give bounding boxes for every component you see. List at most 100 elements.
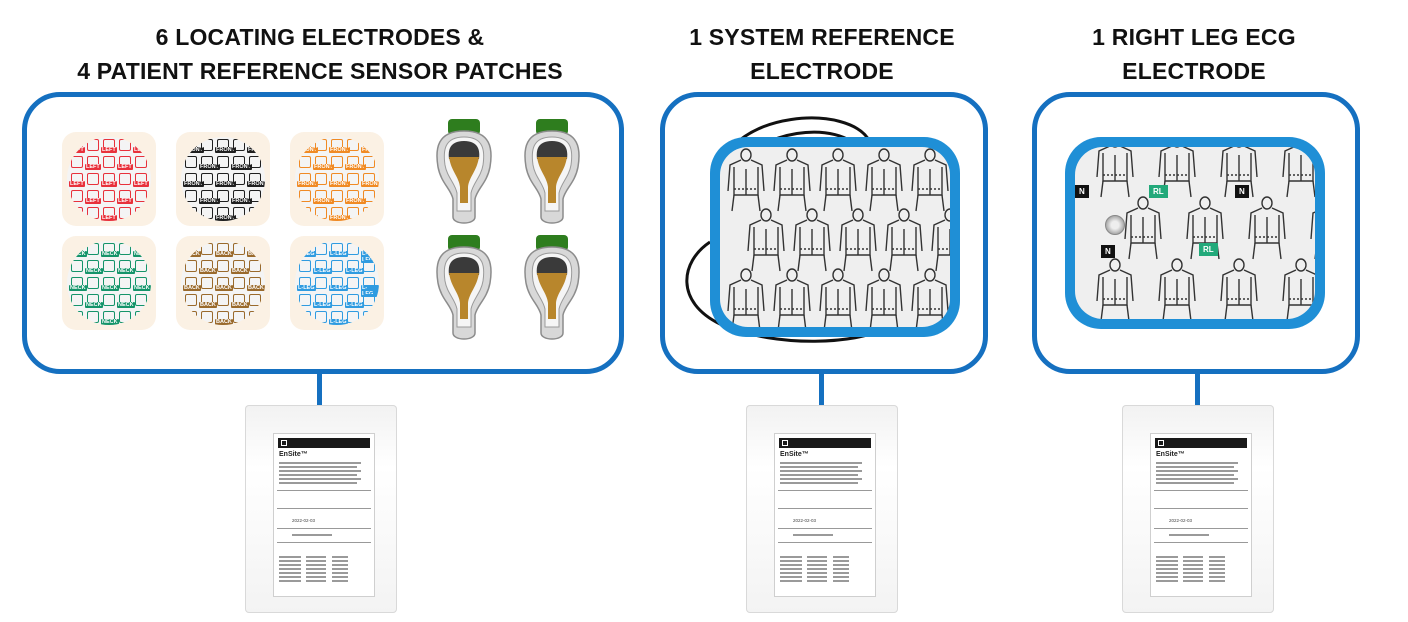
- pattern-cell: [71, 156, 83, 168]
- pattern-cell: [119, 243, 131, 255]
- label-fine-print: [1209, 568, 1225, 570]
- group-3-title-line-2: ELECTRODE: [1122, 58, 1266, 84]
- label-fine-print: [807, 568, 827, 570]
- label-fine-print: [1183, 568, 1203, 570]
- label-fine-print: [1183, 572, 1203, 574]
- disc-label: FRONT: [361, 181, 379, 187]
- label-fine-print: [780, 568, 802, 570]
- label-fine-print: [1156, 576, 1178, 578]
- pattern-cell: [135, 294, 147, 306]
- label-fine-print: [332, 568, 348, 570]
- pattern-cell: [315, 173, 327, 185]
- patient-reference-sensor: [435, 119, 493, 229]
- label-divider: [778, 508, 872, 509]
- label-fine-print: [780, 560, 802, 562]
- package-brand: EnSite™: [780, 451, 809, 458]
- pattern-cell: [201, 243, 213, 255]
- label-fine-print: [1156, 466, 1234, 468]
- disc-label: LEFT: [133, 147, 149, 153]
- label-fine-print: [1156, 478, 1238, 480]
- label-fine-print: [279, 556, 301, 558]
- pattern-cell: [119, 311, 131, 323]
- pattern-cell: [87, 277, 99, 289]
- disc-label: L-LEG: [297, 285, 316, 291]
- label-fine-print: [780, 466, 858, 468]
- pattern-cell: [299, 260, 311, 272]
- pattern-cell: [87, 139, 99, 151]
- patient-reference-sensor: [523, 119, 581, 229]
- disc-label: BACK: [215, 251, 233, 257]
- disc-label: L-LEG: [329, 251, 348, 257]
- disc-label: NECK: [69, 251, 87, 257]
- label-fine-print: [833, 560, 849, 562]
- pattern-cell: [331, 156, 343, 168]
- disc-label: BACK: [199, 268, 217, 274]
- disc-label: L-LEG: [313, 302, 332, 308]
- package-brand: EnSite™: [1156, 451, 1185, 458]
- disc-label: LEFT: [133, 215, 149, 221]
- label-fine-print: [1209, 572, 1225, 574]
- disc-label: L-LEG: [329, 285, 348, 291]
- pattern-cell: [71, 260, 83, 272]
- rl-tag: RL: [1149, 185, 1168, 198]
- pattern-cell: [217, 156, 229, 168]
- pattern-cell: [135, 190, 147, 202]
- label-header-bar: [278, 438, 370, 448]
- label-fine-print: [1156, 580, 1178, 582]
- pattern-cell: [103, 260, 115, 272]
- disc-label: FRONT: [313, 198, 334, 204]
- label-fine-print: [780, 564, 802, 566]
- pattern-cell: [201, 311, 213, 323]
- pattern-cell: [87, 207, 99, 219]
- group-1-connector: [317, 374, 322, 410]
- label-divider: [1154, 508, 1248, 509]
- pattern-cell: [331, 294, 343, 306]
- pattern-cell: [233, 173, 245, 185]
- label-fine-print: [1156, 560, 1178, 562]
- pattern-cell: [233, 207, 245, 219]
- pattern-cell: [233, 243, 245, 255]
- disc-label: LEFT: [101, 181, 117, 187]
- disc-label: FRONT: [297, 181, 318, 187]
- label-fine-print: [279, 466, 357, 468]
- label-fine-print: [279, 470, 361, 472]
- disc-label: FRONT: [231, 164, 252, 170]
- label-fine-print: [780, 580, 802, 582]
- disc-label: BACK: [183, 251, 201, 257]
- disc-label: LEFT: [101, 147, 117, 153]
- label-fine-print: [1209, 576, 1225, 578]
- disc-label: BACK: [183, 319, 201, 325]
- pattern-cell: [363, 294, 375, 306]
- label-fine-print: [1156, 564, 1178, 566]
- disc-label: L-LEG: [345, 268, 364, 274]
- group-2-title-line-1: 1 SYSTEM REFERENCE: [689, 24, 955, 50]
- disc-label: FRONT: [247, 147, 265, 153]
- disc-label: FRONT: [183, 215, 204, 221]
- label-fine-print: [1209, 560, 1225, 562]
- pattern-cell: [331, 190, 343, 202]
- label-fine-print: [306, 580, 326, 582]
- disc-label: NECK: [101, 251, 119, 257]
- label-fine-print: [780, 556, 802, 558]
- disc-label: FRONT: [329, 181, 350, 187]
- pattern-cell: [185, 294, 197, 306]
- label-divider: [277, 542, 371, 543]
- label-fine-print: [833, 564, 849, 566]
- label-fine-print: [279, 474, 357, 476]
- disc-label: LEFT: [85, 198, 101, 204]
- disc-label: FRONT: [199, 164, 220, 170]
- disc-label: LEFT: [85, 164, 101, 170]
- label-fine-print: [1156, 482, 1234, 484]
- pattern-cell: [331, 260, 343, 272]
- disc-label: FRONT: [215, 215, 236, 221]
- pattern-cell: [71, 294, 83, 306]
- pattern-cell: [233, 139, 245, 151]
- pattern-cell: [201, 277, 213, 289]
- label-fine-print: [833, 576, 849, 578]
- pattern-cell: [119, 207, 131, 219]
- pattern-cell: [87, 173, 99, 185]
- label-header-bar: [1155, 438, 1247, 448]
